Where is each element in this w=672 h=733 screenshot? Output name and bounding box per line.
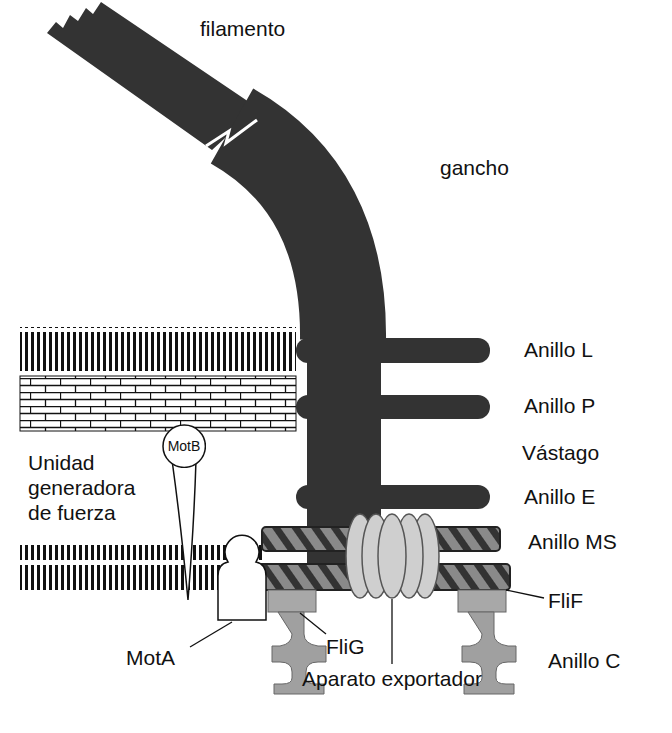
part-label: Aparato exportador <box>300 666 484 691</box>
peptidoglycan-layer <box>20 376 296 431</box>
e-ring <box>296 485 490 509</box>
flig-block <box>268 590 316 612</box>
mota-protein <box>218 535 266 620</box>
part-label: Anillo E <box>524 484 595 509</box>
part-label: Anillo L <box>524 337 593 362</box>
part-label: FliF <box>548 588 583 613</box>
hook <box>232 126 343 340</box>
hook-joint <box>206 120 257 146</box>
leader-line <box>190 622 232 647</box>
part-label: FliG <box>326 634 365 659</box>
flig-block <box>458 590 506 612</box>
part-label: MotA <box>126 645 175 670</box>
part-label: Anillo MS <box>528 529 617 554</box>
l-ring <box>296 338 490 363</box>
part-label: Anillo P <box>524 393 595 418</box>
p-ring <box>296 395 490 419</box>
motb-stem <box>172 460 196 600</box>
part-label: Unidad generadora de fuerza <box>28 450 156 525</box>
part-label: filamento <box>200 16 285 41</box>
protein-circle: MotB <box>162 424 206 468</box>
leader-line <box>391 599 392 664</box>
part-label: Vástago <box>522 440 599 465</box>
leader-line <box>506 590 544 598</box>
outer-membrane <box>20 327 296 371</box>
leader-line <box>300 613 326 634</box>
part-label: Anillo C <box>548 648 620 673</box>
protein-name: MotB <box>168 438 201 454</box>
export-apparatus <box>346 514 439 598</box>
part-label: gancho <box>440 155 509 180</box>
